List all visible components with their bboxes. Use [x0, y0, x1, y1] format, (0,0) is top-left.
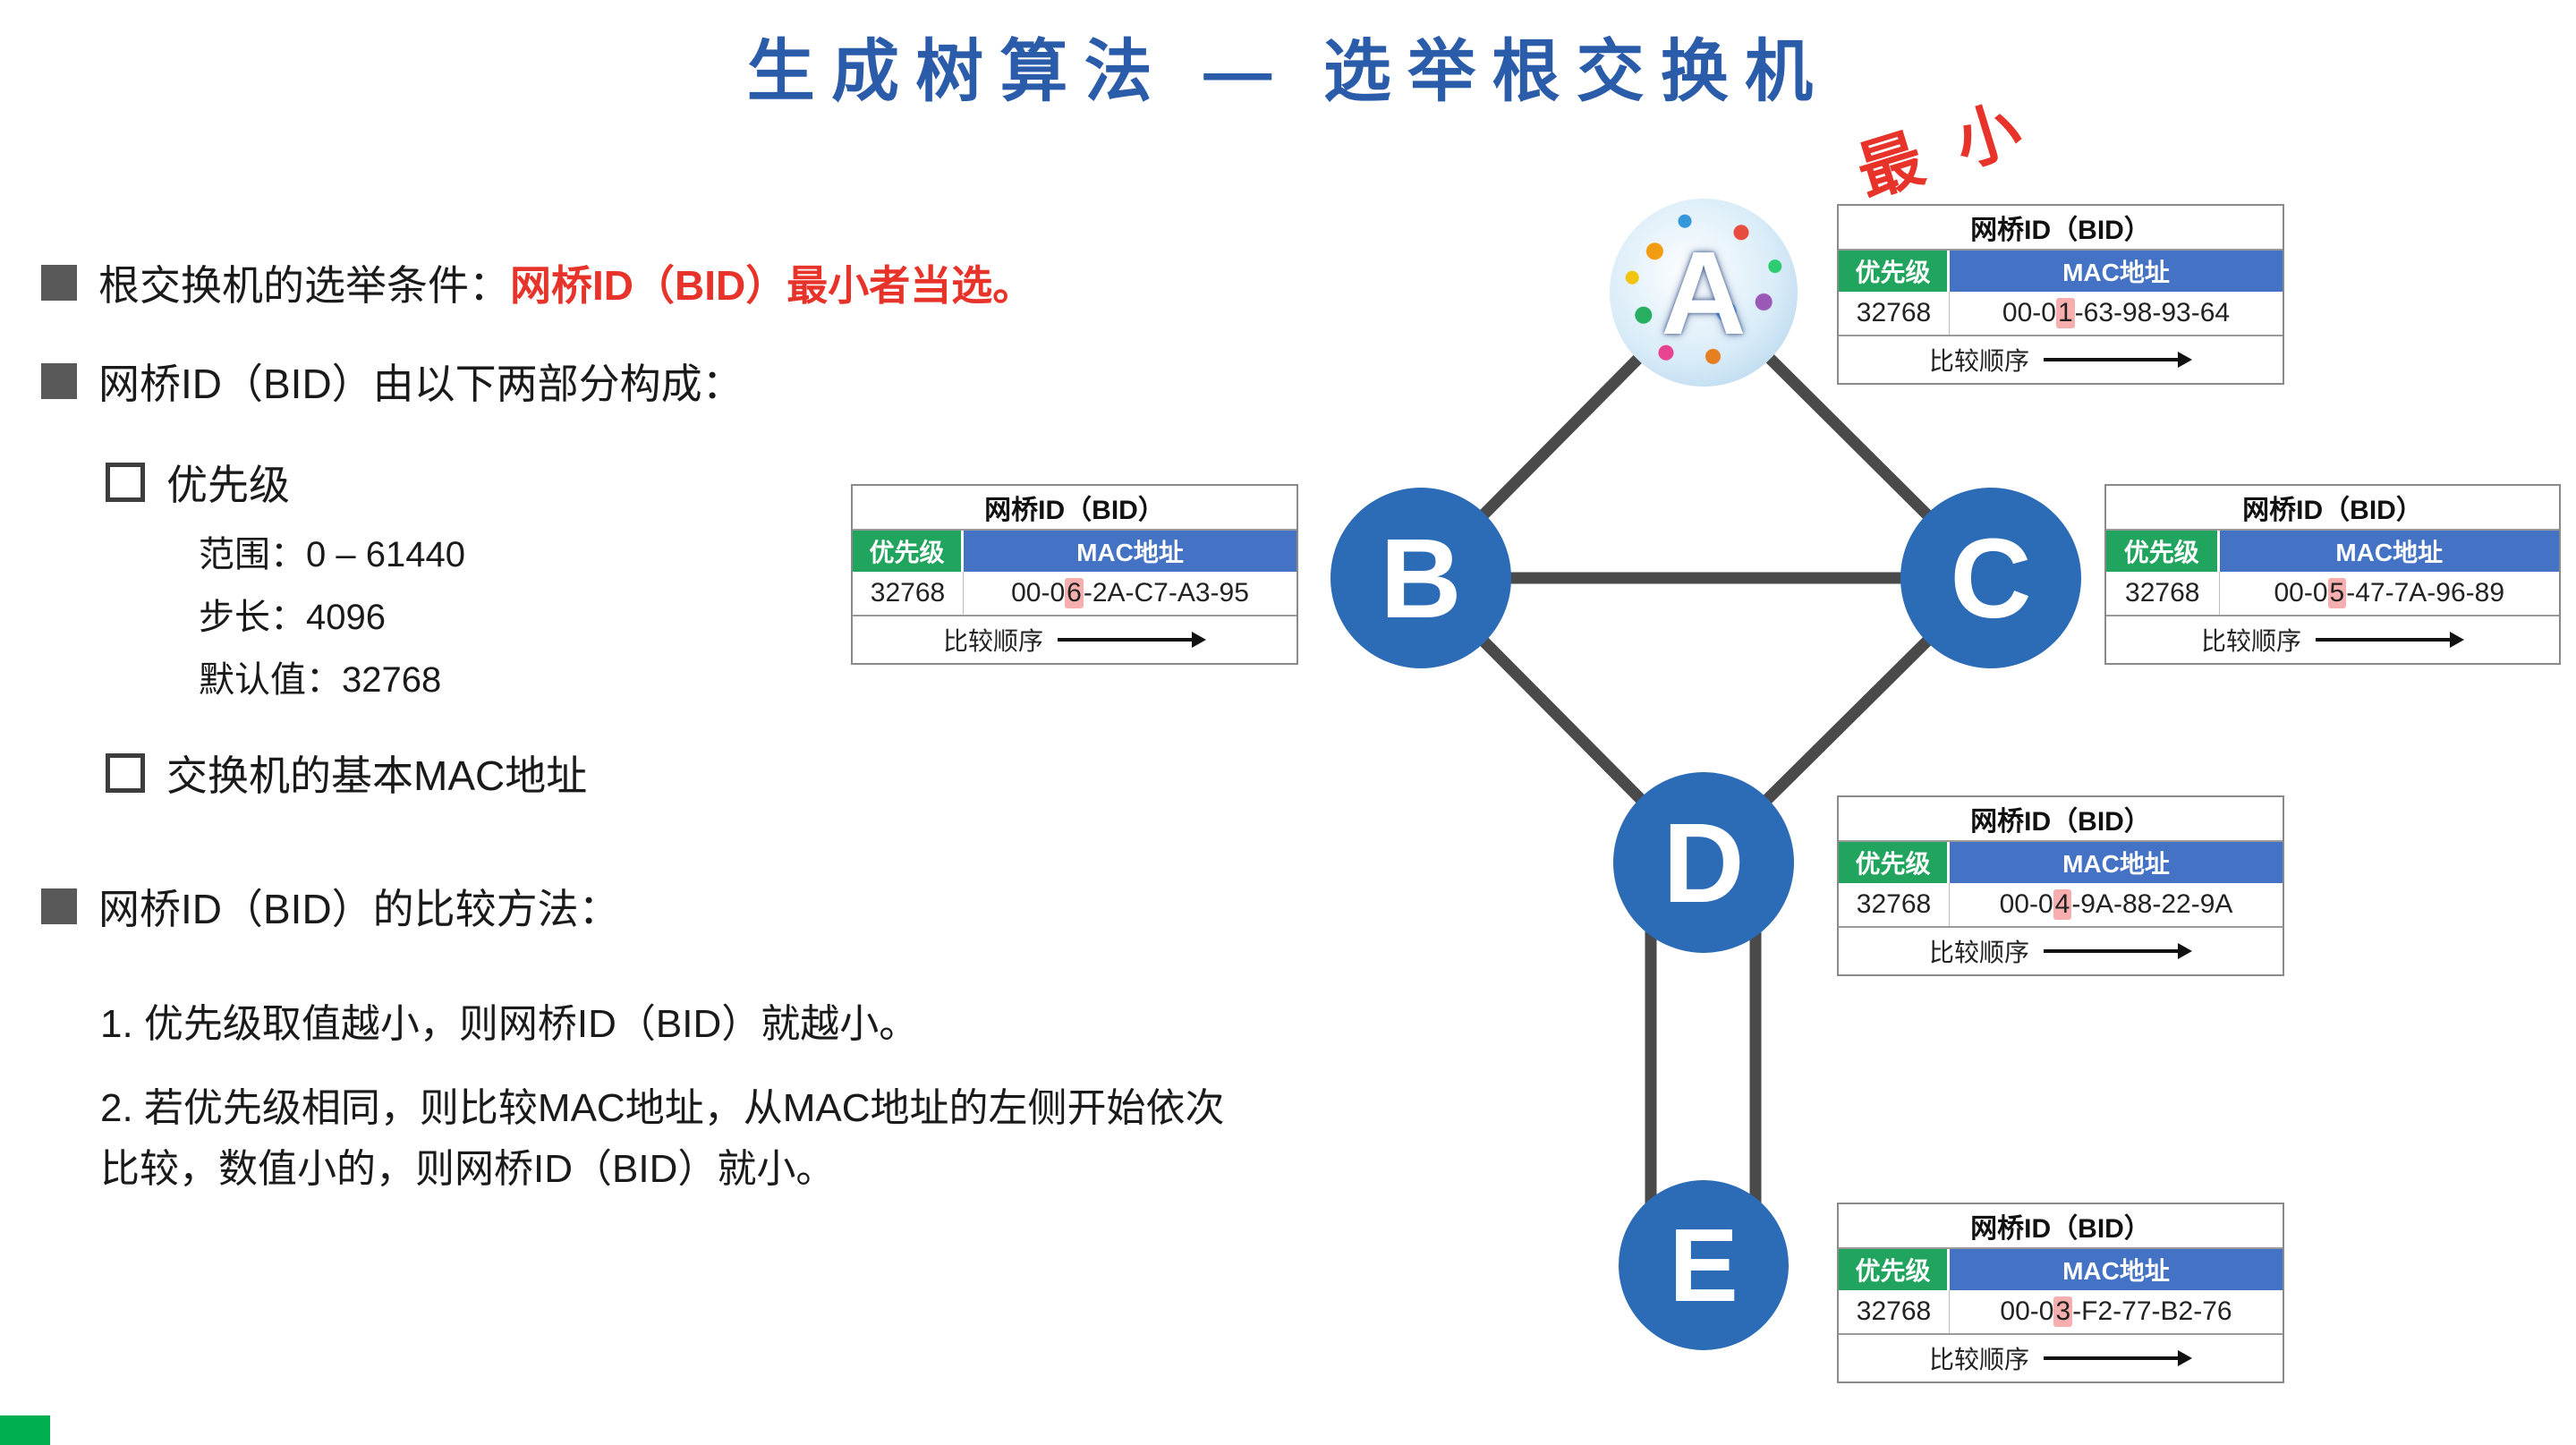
election-condition-text: 根交换机的选举条件：网桥ID（BID）最小者当选。: [98, 262, 1034, 309]
mac-header: MAC地址: [1950, 1249, 2283, 1290]
priority-subitem-label: 优先级: [166, 462, 290, 508]
priority-default: 默认值：32768: [199, 660, 442, 700]
priority-header: 优先级: [853, 531, 964, 572]
compare-order-row: 比较顺序: [1839, 1333, 2283, 1381]
arrow-right-icon: [2044, 352, 2192, 368]
priority-subitem: 优先级: [106, 453, 290, 512]
page-title: 生成树算法 — 选举根交换机: [746, 34, 1830, 110]
bid-parts-line: 网桥ID（BID）由以下两部分构成：: [41, 352, 744, 411]
mac-highlight: 3: [2053, 1296, 2073, 1327]
compare-order-label: 比较顺序: [1928, 347, 2029, 375]
compare-order-label: 比较顺序: [2200, 627, 2301, 655]
priority-value: 32768: [1839, 1290, 1950, 1333]
method-2: 2. 若优先级相同，则比较MAC地址，从MAC地址的左侧开始依次比较，数值小的，…: [100, 1086, 1225, 1192]
mac-header: MAC地址: [1950, 842, 2283, 883]
priority-value: 32768: [1839, 883, 1950, 926]
priority-step: 步长：4096: [199, 598, 386, 637]
mac-header: MAC地址: [1950, 251, 2283, 292]
bid-parts-text: 网桥ID（BID）由以下两部分构成：: [98, 361, 744, 407]
arrow-right-icon: [2316, 632, 2464, 648]
checkbox-square-icon: [106, 463, 145, 502]
priority-header: 优先级: [1839, 842, 1950, 883]
compare-order-row: 比较顺序: [1839, 926, 2283, 974]
priority-value: 32768: [2106, 572, 2220, 615]
priority-header: 优先级: [1839, 1249, 1950, 1290]
compare-order-label: 比较顺序: [942, 627, 1043, 655]
mac-subitem: 交换机的基本MAC地址: [106, 744, 587, 803]
priority-header: 优先级: [1839, 251, 1950, 292]
priority-range: 范围：0 – 61440: [199, 535, 465, 574]
priority-value: 32768: [1839, 292, 1950, 335]
arrow-right-icon: [2044, 1350, 2192, 1366]
corner-green-bar: [0, 1415, 50, 1445]
election-condition-highlight: 网桥ID（BID）最小者当选。: [510, 262, 1034, 309]
arrow-right-icon: [2044, 943, 2192, 959]
bullet-square-icon: [41, 888, 77, 924]
priority-value: 32768: [853, 572, 964, 615]
mac-highlight: 5: [2327, 578, 2347, 608]
compare-order-label: 比较顺序: [1928, 1346, 2029, 1373]
bullet-square-icon: [41, 363, 77, 399]
bullet-square-icon: [41, 265, 77, 301]
mac-highlight: 6: [1065, 578, 1084, 608]
bid-table-title: 网桥ID（BID）: [853, 486, 1297, 531]
method-1: 1. 优先级取值越小，则网桥ID（BID）就越小。: [100, 1002, 919, 1046]
compare-order-row: 比较顺序: [1839, 335, 2283, 383]
switch-node-c: C: [1900, 488, 2081, 668]
priority-header: 优先级: [2106, 531, 2220, 572]
arrow-right-icon: [1058, 632, 1206, 648]
switch-node-a: A: [1610, 199, 1798, 387]
election-condition-line: 根交换机的选举条件：网桥ID（BID）最小者当选。: [41, 253, 1033, 312]
bid-table-title: 网桥ID（BID）: [1839, 1204, 2283, 1249]
switch-node-b: B: [1331, 488, 1511, 668]
mac-highlight: 1: [2055, 298, 2075, 328]
mac-header: MAC地址: [2219, 531, 2559, 572]
compare-order-row: 比较顺序: [853, 615, 1297, 663]
bid-table-title: 网桥ID（BID）: [2106, 486, 2559, 531]
compare-method-line: 网桥ID（BID）的比较方法：: [41, 877, 620, 936]
switch-node-e: E: [1619, 1180, 1789, 1350]
mac-highlight: 4: [2053, 889, 2072, 920]
compare-order-row: 比较顺序: [2106, 615, 2559, 663]
compare-method-text: 网桥ID（BID）的比较方法：: [98, 886, 620, 932]
bid-table-title: 网桥ID（BID）: [1839, 797, 2283, 842]
bid-table-title: 网桥ID（BID）: [1839, 206, 2283, 251]
mac-subitem-label: 交换机的基本MAC地址: [166, 752, 588, 799]
checkbox-square-icon: [106, 753, 145, 793]
mac-header: MAC地址: [964, 531, 1297, 572]
compare-order-label: 比较顺序: [1928, 939, 2029, 966]
switch-node-d: D: [1613, 772, 1794, 953]
